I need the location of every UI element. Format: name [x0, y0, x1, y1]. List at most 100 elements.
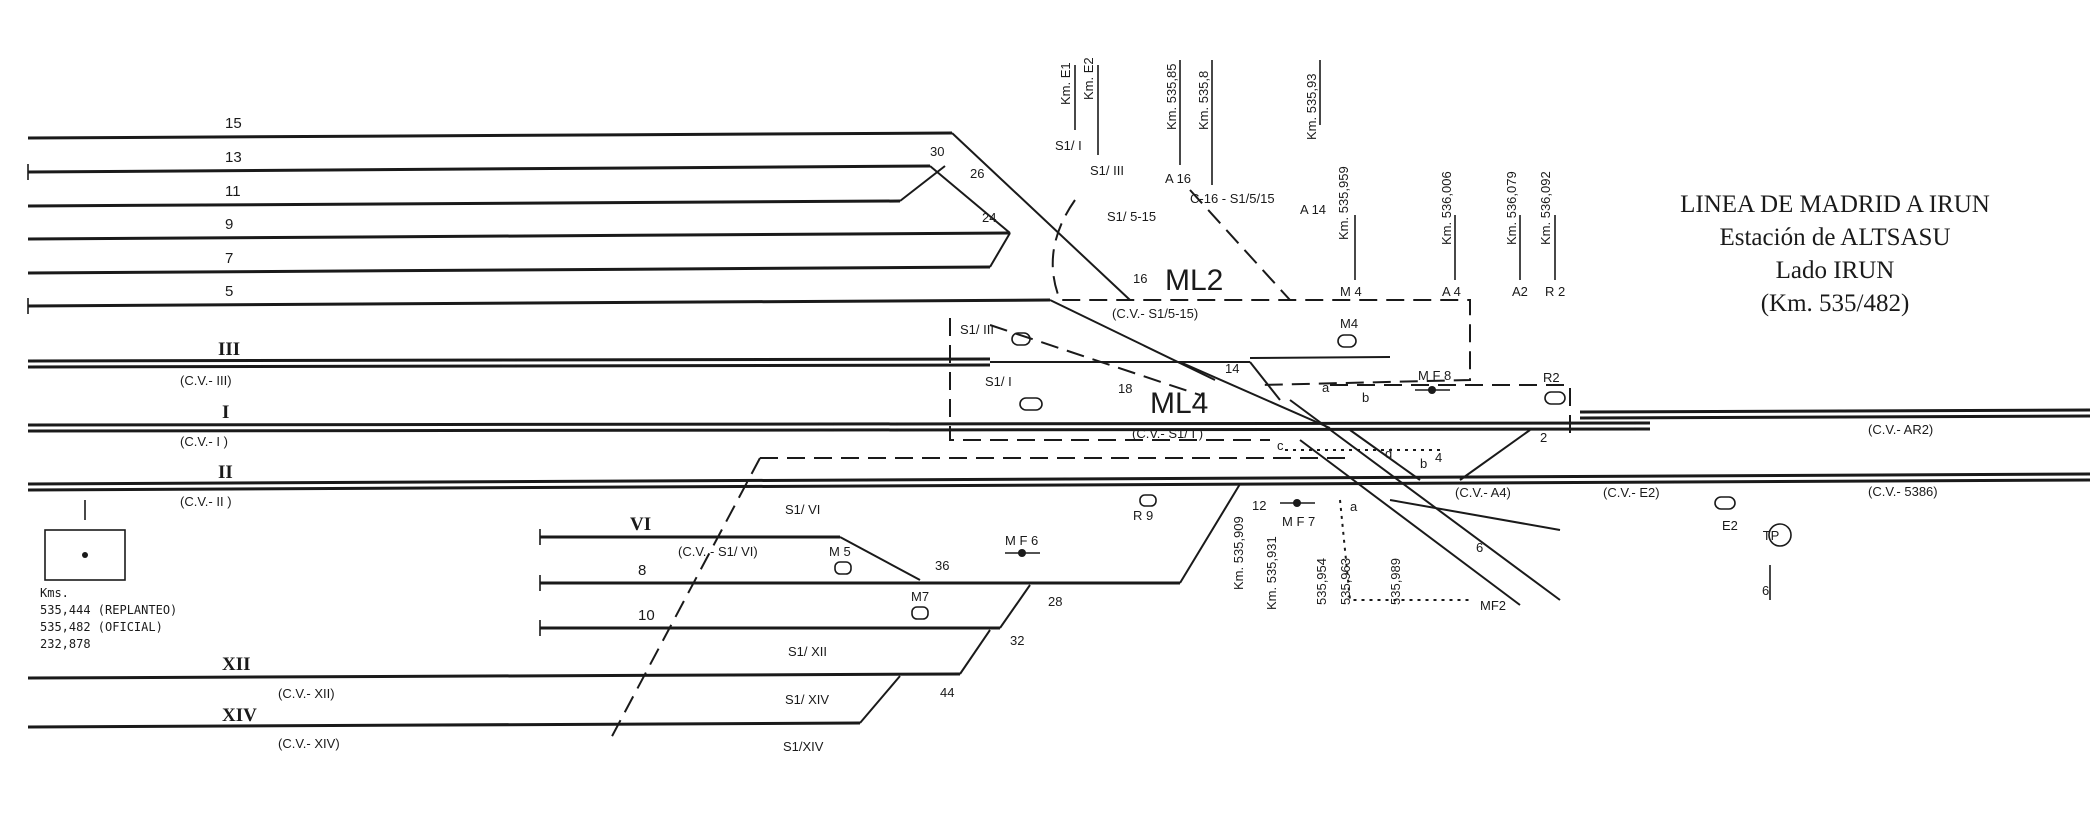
tp-marker	[1768, 523, 1792, 547]
km-e2: Km. E2	[1081, 57, 1096, 100]
label-m5: M 5	[829, 544, 851, 559]
signal-mf6	[1005, 549, 1040, 557]
title-line-4: (Km. 535/482)	[1760, 290, 1910, 317]
zone-ml4: ML4	[1150, 387, 1208, 420]
label-s1-xii: S1/ XII	[788, 644, 827, 659]
switch-b2: b	[1420, 456, 1427, 471]
switch-32: 32	[1010, 633, 1024, 648]
label-e2: E2	[1722, 518, 1738, 533]
km-legend: Kms. 535,444 (REPLANTEO) 535,482 (OFICIA…	[40, 585, 177, 653]
label-track-11: 11	[225, 183, 241, 200]
km-535-93: Km. 535,93	[1304, 74, 1319, 141]
km-ticks	[1074, 60, 1771, 600]
zone-ml2: ML2	[1165, 264, 1223, 297]
switch-4: 4	[1435, 450, 1442, 465]
label-track-VI: VI	[630, 514, 651, 535]
label-cv-e2: (C.V.- E2)	[1603, 485, 1660, 500]
switch-24: 24	[982, 210, 996, 225]
km-535-954: 535,954	[1314, 558, 1329, 605]
km-535-931: Km. 535,931	[1264, 536, 1279, 610]
label-track-XII: XII	[222, 654, 251, 675]
km-legend-label: Kms.	[40, 586, 69, 600]
label-s1-5-15: S1/ 5-15	[1107, 209, 1156, 224]
km-536-006: Km. 536,006	[1439, 171, 1454, 245]
tp-label: TP	[1763, 528, 1780, 543]
label-mf7: M F 7	[1282, 514, 1315, 529]
title-line-2: Estación de ALTSASU	[1719, 224, 1951, 251]
switch-6: 6	[1476, 540, 1483, 555]
label-cv-I: (C.V.- I )	[180, 434, 228, 449]
label-cv-s1-5-15: (C.V.- S1/5-15)	[1112, 306, 1198, 321]
km-legend-line-3: 232,878	[40, 637, 91, 651]
signal-labels: S1/ I S1/ III S1/ 5-15 S1/ III S1/ I S1/…	[783, 138, 1738, 754]
switch-a: a	[1322, 380, 1330, 395]
label-cv-XIV: (C.V.- XIV)	[278, 736, 340, 751]
label-track-10: 10	[638, 607, 655, 624]
label-m4b: M4	[1340, 316, 1358, 331]
signal-m5-head	[834, 561, 852, 575]
label-track-II: II	[218, 462, 233, 483]
km-535-959: Km. 535,959	[1336, 166, 1351, 240]
switch-6b: 6	[1762, 583, 1769, 598]
track-III	[27, 357, 991, 363]
track-XII	[27, 672, 961, 680]
switch-18: 18	[1118, 381, 1132, 396]
km-535-909: Km. 535,909	[1231, 516, 1246, 590]
label-c16: C-16 - S1/5/15	[1190, 191, 1275, 206]
circuit-labels: (C.V.- S1/5-15) (C.V.- S1/ I ) (C.V. - S…	[678, 306, 1938, 559]
km-535-85: Km. 535,85	[1164, 64, 1179, 131]
label-cv-5386: (C.V.- 5386)	[1868, 484, 1938, 499]
signal-mf7	[1280, 499, 1315, 507]
km-536-092: Km. 536,092	[1538, 171, 1553, 245]
label-cv-a4: (C.V.- A4)	[1455, 485, 1511, 500]
diagram-title: LINEA DE MADRID A IRUN Estación de ALTSA…	[1585, 188, 2085, 320]
title-line-3: Lado IRUN	[1775, 257, 1895, 284]
signal-s1-iii-head	[1011, 332, 1031, 346]
switch-16: 16	[1133, 271, 1147, 286]
km-legend-line-2: 535,482 (OFICIAL)	[40, 620, 163, 634]
label-track-8: 8	[638, 562, 646, 579]
switch-30: 30	[930, 144, 944, 159]
main-lines	[27, 356, 2091, 606]
km-legend-line-1: 535,444 (REPLANTEO)	[40, 603, 178, 617]
label-mf8: M F 8	[1418, 368, 1451, 383]
label-s1-vi: S1/ VI	[785, 502, 820, 517]
label-cv-II: (C.V.- II )	[180, 494, 232, 509]
label-r2b: R2	[1543, 370, 1560, 385]
label-s1-i-top: S1/ I	[1055, 138, 1082, 153]
track-11	[27, 199, 901, 208]
track-labels: 15 13 11 9 7 5 III (C.V.- III) I (C.V.- …	[180, 115, 655, 751]
km-e1: Km. E1	[1058, 62, 1073, 105]
signal-r9-head	[1139, 494, 1157, 507]
km-536-079: Km. 536,079	[1504, 171, 1519, 245]
label-m4: M 4	[1340, 284, 1362, 299]
switch-a2: a	[1350, 499, 1358, 514]
label-s1-iii: S1/ III	[960, 322, 994, 337]
label-track-I: I	[222, 402, 229, 423]
switch-2: 2	[1540, 430, 1547, 445]
label-r2: R 2	[1545, 284, 1565, 299]
label-a16: A 16	[1165, 171, 1191, 186]
signal-e2-head	[1714, 496, 1736, 510]
label-cv-ar2: (C.V.- AR2)	[1868, 422, 1933, 437]
track-9	[27, 231, 1011, 241]
switch-28: 28	[1048, 594, 1062, 609]
label-s1-iii-top: S1/ III	[1090, 163, 1124, 178]
km-535-8: Km. 535,8	[1196, 71, 1211, 130]
label-a4: A 4	[1442, 284, 1461, 299]
label-cv-XII: (C.V.- XII)	[278, 686, 335, 701]
label-m7: M7	[911, 589, 929, 604]
signal-r2-head	[1544, 391, 1566, 405]
label-track-13: 13	[225, 149, 242, 166]
switch-c: c	[1277, 438, 1284, 453]
track-XIV	[27, 721, 861, 729]
km-535-963: 535,963	[1338, 558, 1353, 605]
switch-14: 14	[1225, 361, 1239, 376]
lower-sidings	[27, 483, 1241, 729]
label-track-7: 7	[225, 250, 233, 267]
switch-12: 12	[1252, 498, 1266, 513]
track-7	[27, 265, 991, 275]
label-cv-s1-i: (C.V.- S1/ I )	[1132, 426, 1203, 441]
switch-36: 36	[935, 558, 949, 573]
